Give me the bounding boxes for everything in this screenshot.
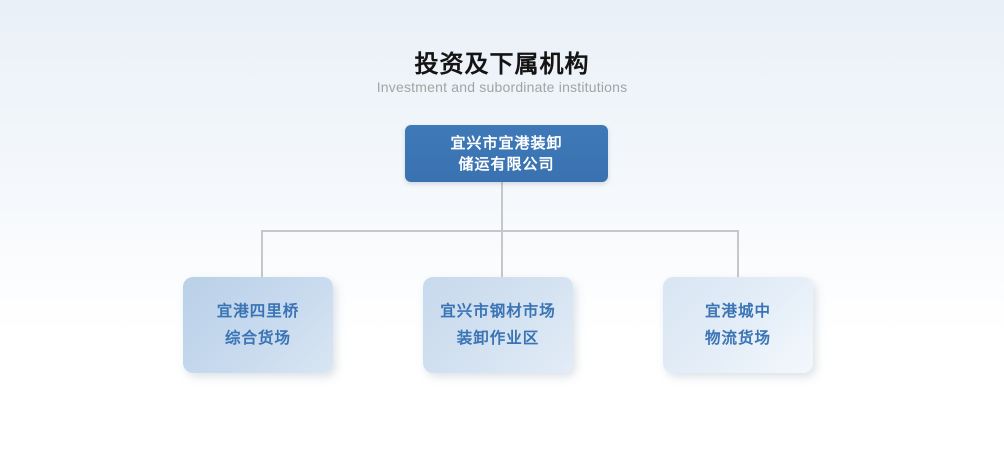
org-node-child-2: 宜兴市钢材市场 装卸作业区	[423, 277, 573, 373]
org-node-root: 宜兴市宜港装卸 储运有限公司	[405, 125, 608, 182]
org-node-root-line1: 宜兴市宜港装卸	[450, 134, 563, 152]
org-node-child-1-line2: 综合货场	[224, 330, 291, 347]
org-node-root-line2: 储运有限公司	[458, 155, 555, 173]
page-subtitle: Investment and subordinate institutions	[376, 79, 628, 95]
org-node-child-3: 宜港城中 物流货场	[663, 277, 813, 373]
org-node-child-2-line1: 宜兴市钢材市场	[440, 303, 556, 320]
org-node-child-1: 宜港四里桥 综合货场	[183, 277, 333, 373]
org-node-child-3-line2: 物流货场	[704, 330, 771, 347]
org-node-child-3-line1: 宜港城中	[704, 303, 771, 320]
page-title: 投资及下属机构	[414, 51, 590, 78]
org-node-child-2-line2: 装卸作业区	[456, 330, 540, 347]
org-node-child-1-line1: 宜港四里桥	[216, 303, 300, 320]
